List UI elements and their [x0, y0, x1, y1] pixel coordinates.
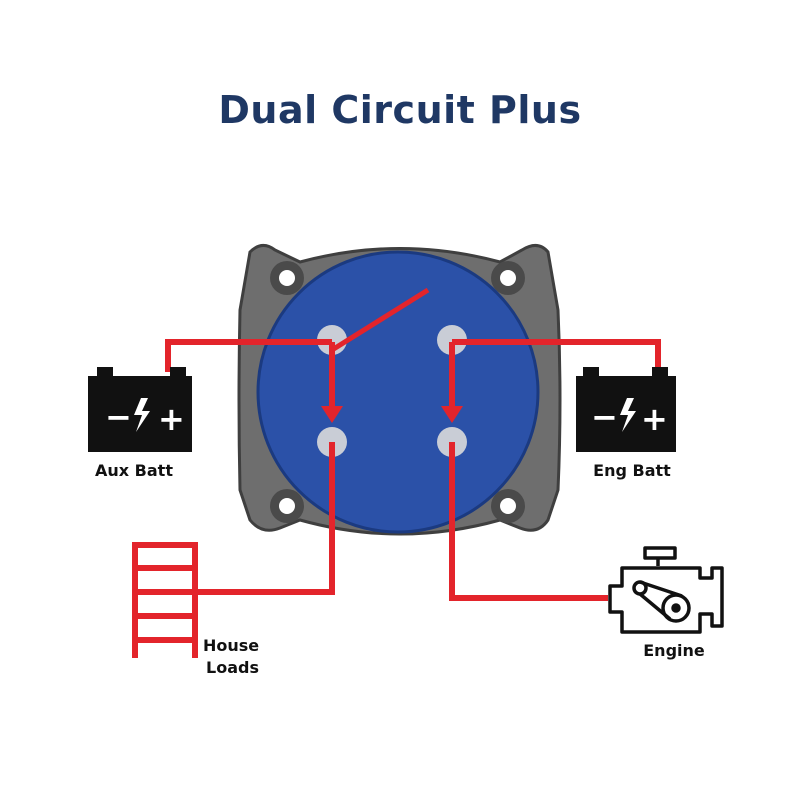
house-loads-icon	[132, 542, 198, 658]
battery-plus: +	[158, 400, 185, 438]
engine-icon	[608, 546, 724, 634]
arrow-down-right-icon	[441, 406, 463, 423]
lightning-bolt-icon	[134, 398, 150, 432]
switch-face	[256, 250, 540, 534]
wires	[165, 287, 661, 601]
aux-battery-icon: − +	[88, 367, 192, 452]
aux-batt-wire	[165, 339, 332, 372]
battery-minus: −	[591, 398, 618, 436]
aux-batt-label: Aux Batt	[95, 461, 173, 480]
lightning-bolt-icon	[620, 398, 636, 432]
engine-wire	[449, 442, 608, 601]
eng-battery-icon: − +	[576, 367, 676, 452]
page-title: Dual Circuit Plus	[218, 88, 582, 132]
battery-plus: +	[641, 400, 668, 438]
house-loads-wire	[195, 442, 335, 595]
switch-lever	[330, 287, 430, 353]
house-loads-label-line-1: House	[203, 636, 259, 655]
battery-minus: −	[105, 398, 132, 436]
arrow-down-left-icon	[321, 406, 343, 423]
house-loads-label-line-2: Loads	[206, 658, 259, 677]
eng-batt-label: Eng Batt	[593, 461, 671, 480]
eng-batt-wire	[452, 339, 661, 372]
battery-switch[interactable]	[237, 244, 562, 536]
engine-label: Engine	[643, 641, 705, 660]
